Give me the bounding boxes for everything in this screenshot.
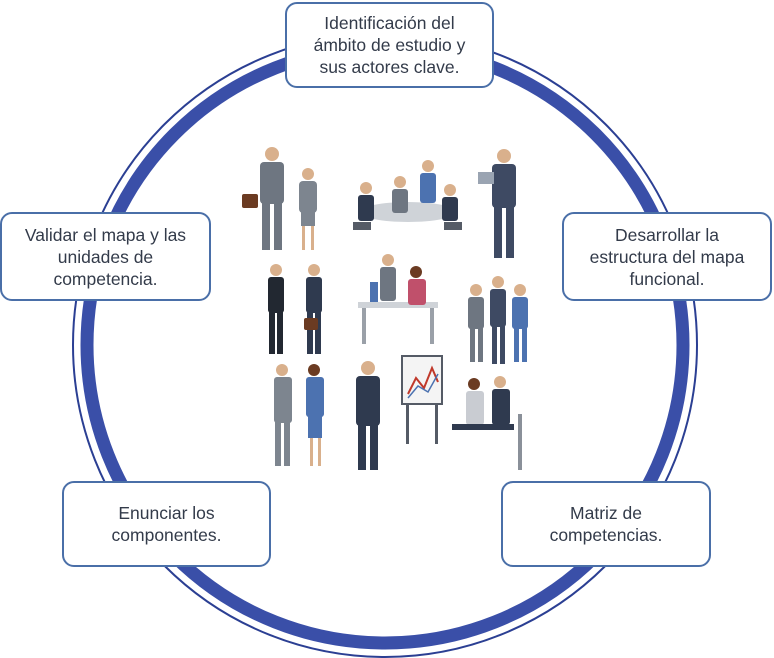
step-estructura-box: Desarrollar la estructura del mapa funci… — [562, 212, 772, 301]
step-identificacion-label: Identificación del ámbito de estudio y s… — [313, 13, 466, 77]
presenter-icon — [356, 361, 380, 470]
step-identificacion-box: Identificación del ámbito de estudio y s… — [285, 2, 494, 88]
step-componentes-label: Enunciar los componentes. — [111, 503, 222, 545]
flipchart-icon — [401, 355, 443, 444]
office-desk-icon — [358, 254, 438, 344]
businesswoman-icon — [299, 168, 317, 250]
step-matriz-box: Matriz de competencias. — [501, 481, 711, 567]
step-validar-box: Validar el mapa y las unidades de compet… — [0, 212, 211, 301]
business-couple-icon — [274, 364, 324, 466]
meeting-table-icon — [353, 160, 462, 230]
businessman-with-briefcase-icon — [242, 147, 284, 250]
step-estructura-label: Desarrollar la estructura del mapa funci… — [589, 224, 745, 289]
step-validar-label: Validar el mapa y las unidades de compet… — [24, 224, 187, 289]
business-team-icon — [468, 276, 528, 364]
businessman-with-laptop-icon — [478, 149, 516, 258]
seated-meeting-icon — [452, 376, 522, 470]
step-componentes-box: Enunciar los componentes. — [62, 481, 271, 567]
handshake-icon — [268, 264, 322, 354]
step-matriz-label: Matriz de competencias. — [549, 503, 663, 545]
business-people-icon — [242, 147, 528, 470]
